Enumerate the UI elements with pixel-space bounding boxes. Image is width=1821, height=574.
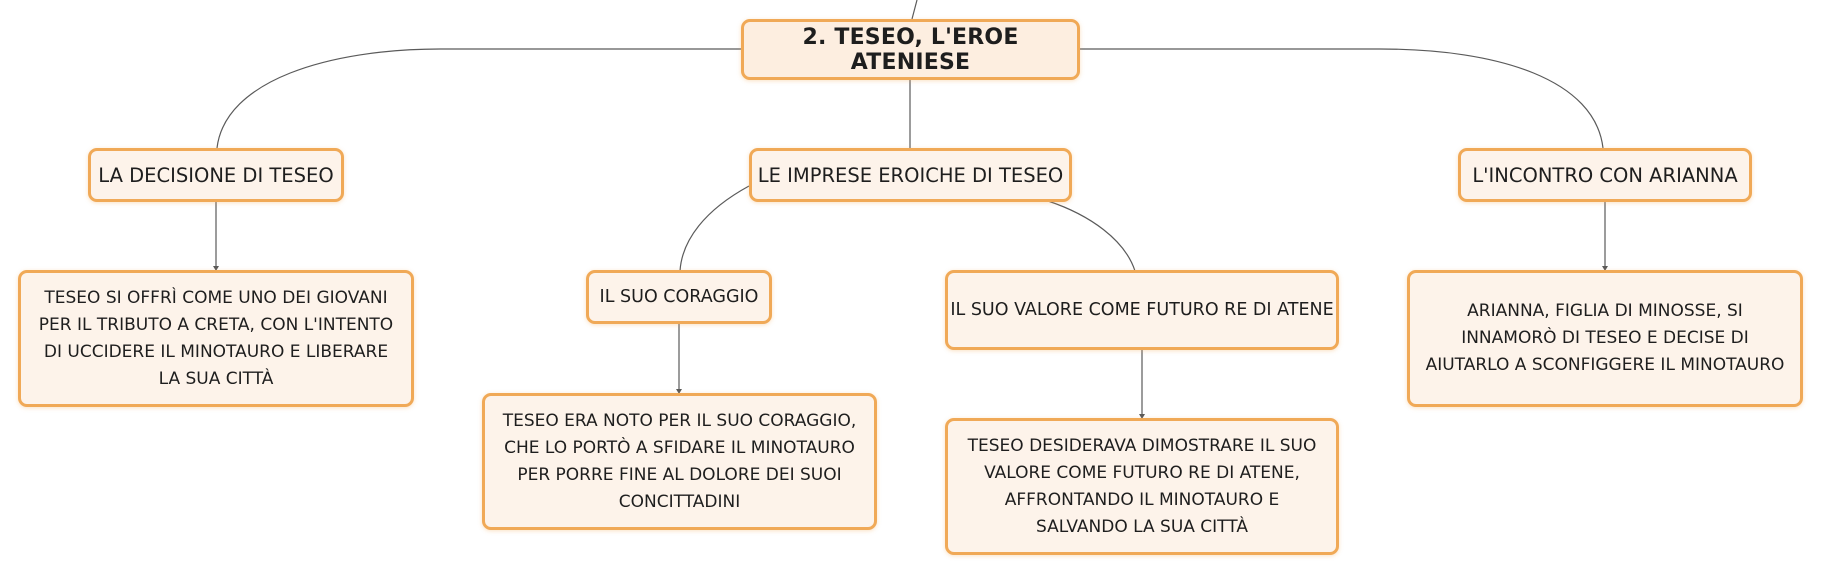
root-topic-label: 2. TESEO, L'EROE ATENIESE [802, 24, 1019, 75]
topic-imprese-label: LE IMPRESE EROICHE DI TESEO [757, 163, 1064, 187]
detail-arianna[interactable]: ARIANNA, FIGLIA DI MINOSSE, SI INNAMORÒ … [1407, 270, 1803, 407]
arrowhead [1602, 266, 1608, 271]
connector-root-to-decisione [216, 48, 741, 149]
root-topic[interactable]: 2. TESEO, L'EROE ATENIESE [741, 19, 1080, 80]
topic-coraggio-label: IL SUO CORAGGIO [599, 287, 759, 307]
detail-valore[interactable]: TESEO DESIDERAVA DIMOSTRARE IL SUO VALOR… [945, 418, 1339, 555]
arrowhead [1139, 414, 1145, 419]
detail-decisione-text: TESEO SI OFFRÌ COME UNO DEI GIOVANI PER … [38, 287, 394, 389]
detail-decisione[interactable]: TESEO SI OFFRÌ COME UNO DEI GIOVANI PER … [18, 270, 414, 407]
topic-arianna-label: L'INCONTRO CON ARIANNA [1472, 163, 1738, 187]
arrowhead [213, 266, 219, 271]
detail-coraggio-text: TESEO ERA NOTO PER IL SUO CORAGGIO, CHE … [502, 410, 857, 512]
detail-valore-text: TESEO DESIDERAVA DIMOSTRARE IL SUO VALOR… [967, 435, 1317, 537]
topic-coraggio[interactable]: IL SUO CORAGGIO [586, 270, 772, 324]
detail-coraggio[interactable]: TESEO ERA NOTO PER IL SUO CORAGGIO, CHE … [482, 393, 877, 530]
connector-imprese-to-coraggio [679, 185, 750, 272]
arrowhead [676, 389, 682, 394]
topic-decisione[interactable]: LA DECISIONE DI TESEO [88, 148, 344, 202]
topic-imprese[interactable]: LE IMPRESE EROICHE DI TESEO [749, 148, 1072, 202]
topic-decisione-label: LA DECISIONE DI TESEO [98, 163, 334, 187]
topic-valore[interactable]: IL SUO VALORE COME FUTURO RE DI ATENE [945, 270, 1339, 350]
topic-valore-label: IL SUO VALORE COME FUTURO RE DI ATENE [950, 300, 1334, 320]
connector-imprese-to-valore [1047, 200, 1136, 272]
detail-arianna-text: ARIANNA, FIGLIA DI MINOSSE, SI INNAMORÒ … [1425, 301, 1785, 375]
parent-link-line [911, 0, 918, 20]
connector-root-to-arianna [1080, 48, 1604, 149]
topic-arianna[interactable]: L'INCONTRO CON ARIANNA [1458, 148, 1752, 202]
